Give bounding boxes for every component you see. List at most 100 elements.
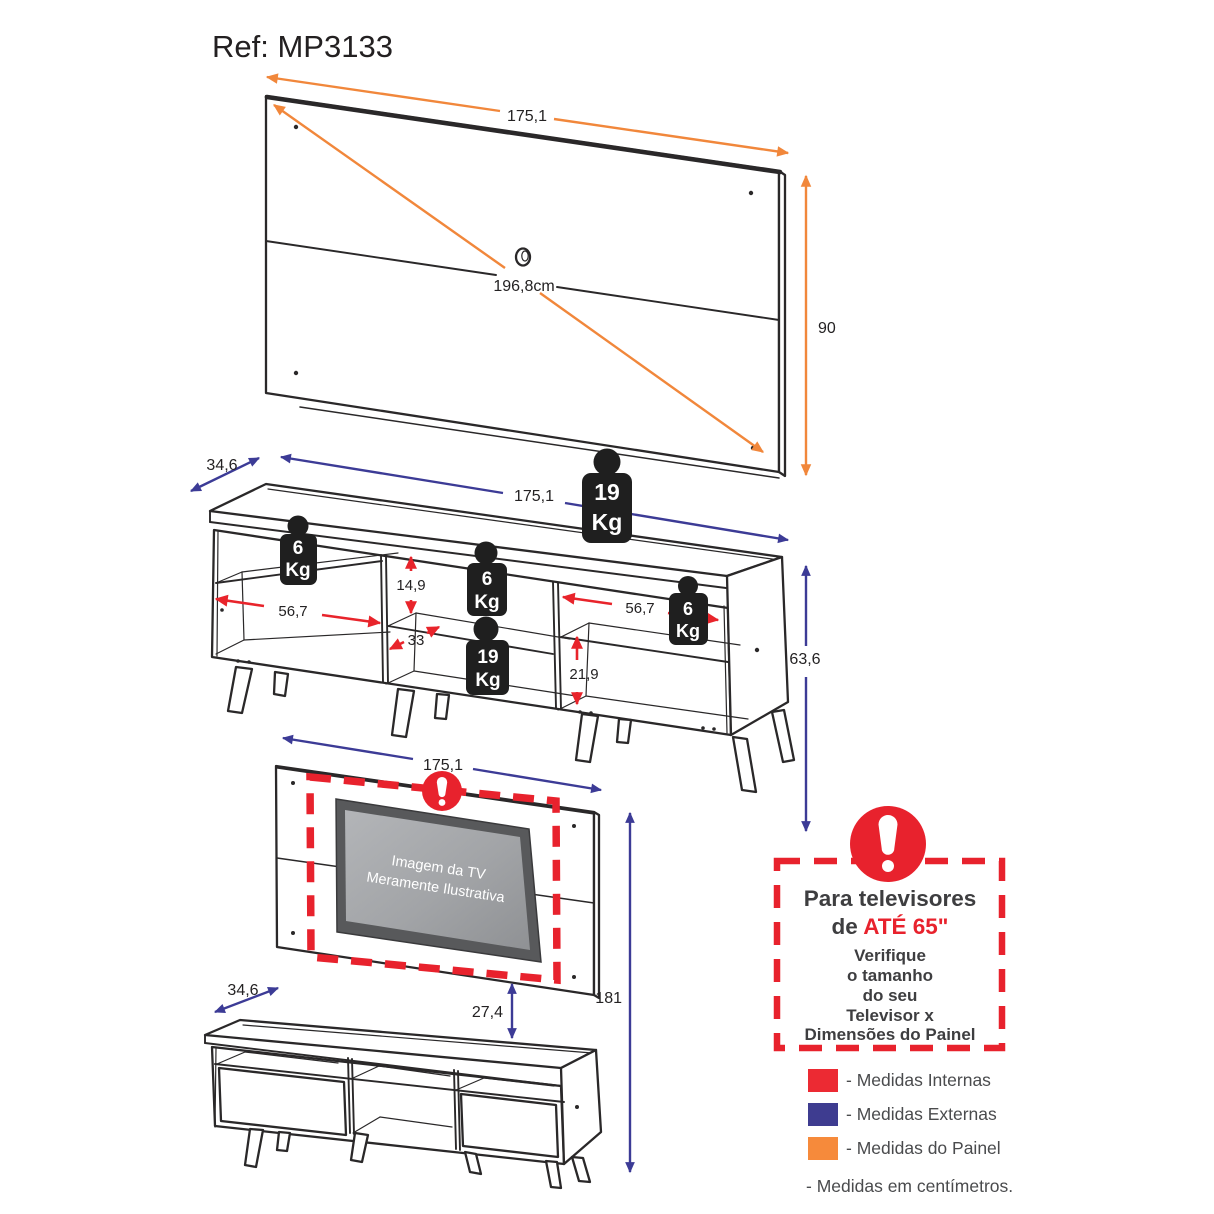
warning-box: Para televisores de ATÉ 65" Verifique o … <box>773 806 1006 1052</box>
assembled-stand <box>203 1018 603 1190</box>
legend-label-internas: - Medidas Internas <box>846 1070 991 1090</box>
weight-badge-center: 19 Kg <box>466 616 509 695</box>
bstand-divider <box>457 1070 461 1151</box>
band-edge <box>350 1065 380 1080</box>
floor-edge <box>243 631 391 641</box>
weight-value: 6 <box>293 538 304 559</box>
stand-top-back-line <box>267 488 780 561</box>
warning-body-line1: Verifique <box>854 946 926 965</box>
warning-title-line2: de ATÉ 65" <box>832 914 949 939</box>
shelf-edge <box>387 612 417 627</box>
stand-width-arrow <box>279 453 504 495</box>
assembled-gap-label: 27,4 <box>472 1004 503 1021</box>
assembled-width-arrow <box>281 734 414 761</box>
panel-bottom-edge-inner <box>299 406 780 479</box>
internal-left-width-arrow <box>321 613 382 628</box>
weight-badge-left: 6 Kg <box>280 515 317 585</box>
panel-edge-strip <box>777 169 787 478</box>
assembled-diagram: 175,1 Imagem da TV Meramente Ilustrativa <box>203 734 635 1190</box>
panel-diagonal-arrow <box>539 292 764 453</box>
stand-depth-arrow <box>190 456 260 493</box>
pin-dot <box>293 370 299 376</box>
pin-dot <box>701 726 705 730</box>
warning-title-line1: Para televisores <box>804 886 977 911</box>
stand-divider <box>385 555 389 684</box>
stand-leg <box>390 687 416 739</box>
pin-dot <box>220 608 224 612</box>
pin-dot <box>293 124 299 130</box>
internal-lower-height-label: 21,9 <box>569 666 598 683</box>
pin-dot <box>572 824 576 828</box>
bstand-shelf <box>214 1063 565 1103</box>
pin-dot <box>748 190 754 196</box>
legend-swatch-internas <box>808 1069 838 1092</box>
bstand-leg <box>243 1127 265 1169</box>
panel-diagram: 175,1 196,8cm 90 <box>264 73 836 479</box>
floor-edge <box>379 1116 453 1128</box>
floor-edge <box>585 695 749 720</box>
weight-unit: Kg <box>592 509 623 535</box>
panel-top-edge <box>264 94 783 175</box>
warning-title-line2-highlight: ATÉ 65" <box>863 914 948 939</box>
legend-swatch-externas <box>808 1103 838 1126</box>
stand-height-label: 63,6 <box>789 651 820 668</box>
stand-side-face <box>725 555 790 737</box>
internal-left-width-label: 56,7 <box>278 603 307 620</box>
internal-shelf-height-label: 14,9 <box>396 577 425 594</box>
pin-dot <box>575 1105 579 1109</box>
weight-value: 19 <box>594 479 620 505</box>
internal-left-width-arrow <box>214 594 265 608</box>
tv-image: Imagem da TV Meramente Ilustrativa <box>335 798 542 963</box>
legend-swatch-painel <box>808 1137 838 1160</box>
stand-right-wall-inner <box>723 605 728 734</box>
stand-leg <box>770 708 796 764</box>
stand-diagram: 34,6 175,1 <box>190 448 821 833</box>
weight-badge-middle: 6 Kg <box>467 541 507 616</box>
internal-right-width-arrow <box>561 592 613 606</box>
weight-unit: Kg <box>676 621 700 641</box>
assembled-panel-edge <box>592 810 601 1000</box>
legend-label-painel: - Medidas do Painel <box>846 1138 1001 1158</box>
weight-value: 6 <box>683 599 693 619</box>
pin-dot <box>236 659 240 663</box>
pin-dot <box>572 975 576 979</box>
panel-height-label: 90 <box>818 320 836 337</box>
panel-diagonal-label: 196,8cm <box>493 278 554 295</box>
pin-dot <box>712 727 716 731</box>
warning-body-line4: Televisor x <box>846 1006 934 1025</box>
floor-edge <box>352 1116 381 1134</box>
weight-unit: Kg <box>474 592 499 613</box>
bstand-left-wall <box>214 1047 217 1128</box>
shelf-edge <box>588 622 741 646</box>
panel-seam <box>556 286 780 321</box>
stand-width-label: 175,1 <box>514 488 554 505</box>
assembled-depth-label: 34,6 <box>227 982 258 999</box>
warning-body-line3: do seu <box>863 986 918 1005</box>
weight-unit: Kg <box>285 560 310 581</box>
shelf-edge <box>560 622 590 638</box>
pin-dot <box>247 660 251 664</box>
shelf-edge <box>241 552 399 573</box>
pin-dot <box>578 710 582 714</box>
bstand-leg <box>544 1159 563 1190</box>
weight-value: 19 <box>477 647 498 668</box>
band-edge <box>455 1077 485 1091</box>
band-edge <box>244 1051 339 1064</box>
pin-dot <box>291 781 295 785</box>
alert-icon-small <box>422 771 462 811</box>
legend: - Medidas Internas - Medidas Externas - … <box>806 1069 1013 1196</box>
legend-note: - Medidas em centímetros. <box>806 1176 1013 1196</box>
warning-title-line2-prefix: de <box>832 914 864 939</box>
assembled-width-label: 175,1 <box>423 757 463 774</box>
bstand-right-door <box>459 1092 560 1159</box>
band-edge <box>483 1077 555 1087</box>
panel-diagonal-arrow <box>273 104 506 269</box>
back-corner <box>413 612 417 672</box>
stand-divider <box>552 581 557 709</box>
stand-leg <box>615 717 633 745</box>
warning-body-line5: Dimensões do Painel <box>805 1025 976 1044</box>
shelf-edge <box>215 571 243 584</box>
floor-edge <box>385 670 415 685</box>
stand-divider <box>557 582 562 710</box>
pin-dot <box>291 931 295 935</box>
